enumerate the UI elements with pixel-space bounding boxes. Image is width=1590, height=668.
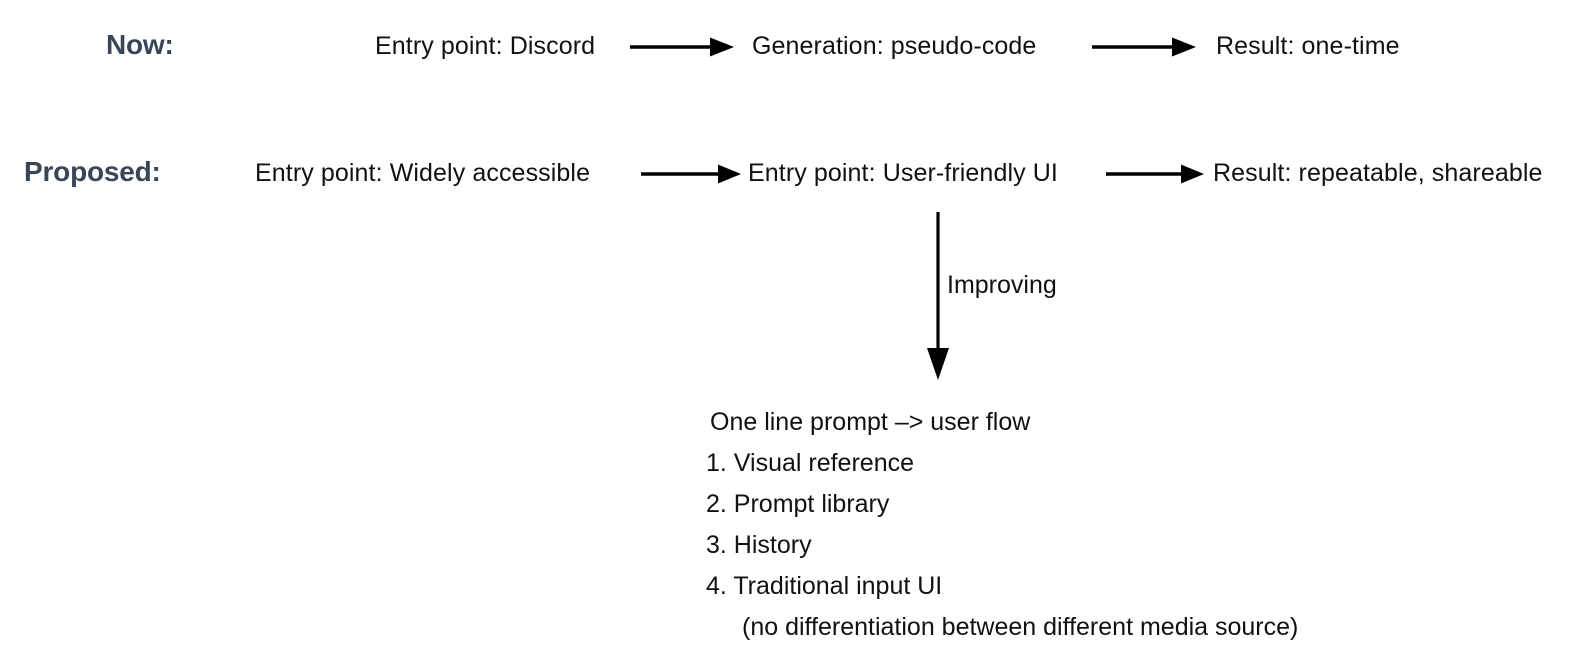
flow-node-proposed-ui: Entry point: User-friendly UI [748, 159, 1058, 187]
row-label-proposed: Proposed: [24, 156, 161, 187]
arrow-down-icon [927, 212, 949, 380]
arrow-right-icon [1106, 164, 1204, 184]
arrow-right-icon [1092, 37, 1196, 57]
branch-label-improving: Improving [947, 271, 1057, 299]
flow-node-now-generation: Generation: pseudo-code [752, 32, 1037, 60]
list-item: 4. Traditional input UI [706, 572, 943, 600]
arrow-right-icon [641, 164, 741, 184]
detail-list: One line prompt –> user flow 1. Visual r… [706, 402, 1298, 648]
flow-node-now-result: Result: one-time [1216, 32, 1400, 60]
flow-node-proposed-result: Result: repeatable, shareable [1213, 159, 1543, 187]
detail-list-note: (no differentiation between different me… [742, 613, 1299, 641]
detail-list-heading: One line prompt –> user flow [710, 408, 1031, 436]
list-item: 1. Visual reference [706, 449, 914, 477]
arrow-right-icon [630, 37, 734, 57]
flow-node-now-entry-point: Entry point: Discord [375, 32, 596, 60]
flow-node-proposed-entry-point: Entry point: Widely accessible [255, 159, 591, 187]
list-item: 3. History [706, 531, 812, 559]
row-label-now: Now: [106, 29, 174, 60]
list-item: 2. Prompt library [706, 490, 890, 518]
